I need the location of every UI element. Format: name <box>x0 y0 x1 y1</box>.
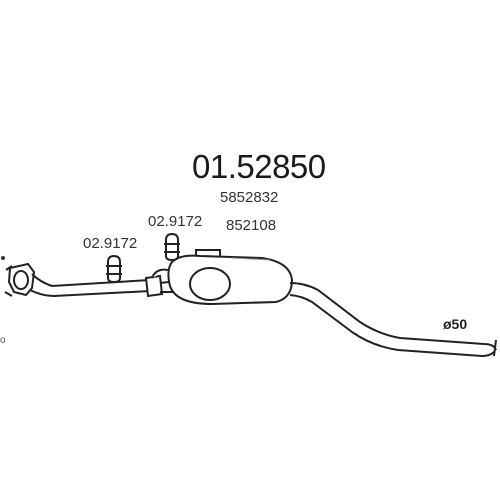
tail-pipe <box>289 282 497 358</box>
clamp-right-icon <box>164 232 180 262</box>
clamp-left-icon <box>106 254 122 284</box>
reference-number-2: 852108 <box>226 217 277 234</box>
front-pipe <box>29 273 151 298</box>
clamp-label-left: 02.9172 <box>83 235 138 252</box>
muffler <box>167 249 294 306</box>
part-number-label: 01.52850 <box>192 148 326 185</box>
leader-dot <box>1 256 5 260</box>
pipe-diameter-label: ø50 <box>443 316 468 332</box>
reference-number-1: 5852832 <box>220 189 279 206</box>
pipe-joint <box>144 268 169 298</box>
edge-mark: o <box>0 335 6 346</box>
front-flange <box>4 262 36 297</box>
clamp-label-right: 02.9172 <box>148 213 203 230</box>
